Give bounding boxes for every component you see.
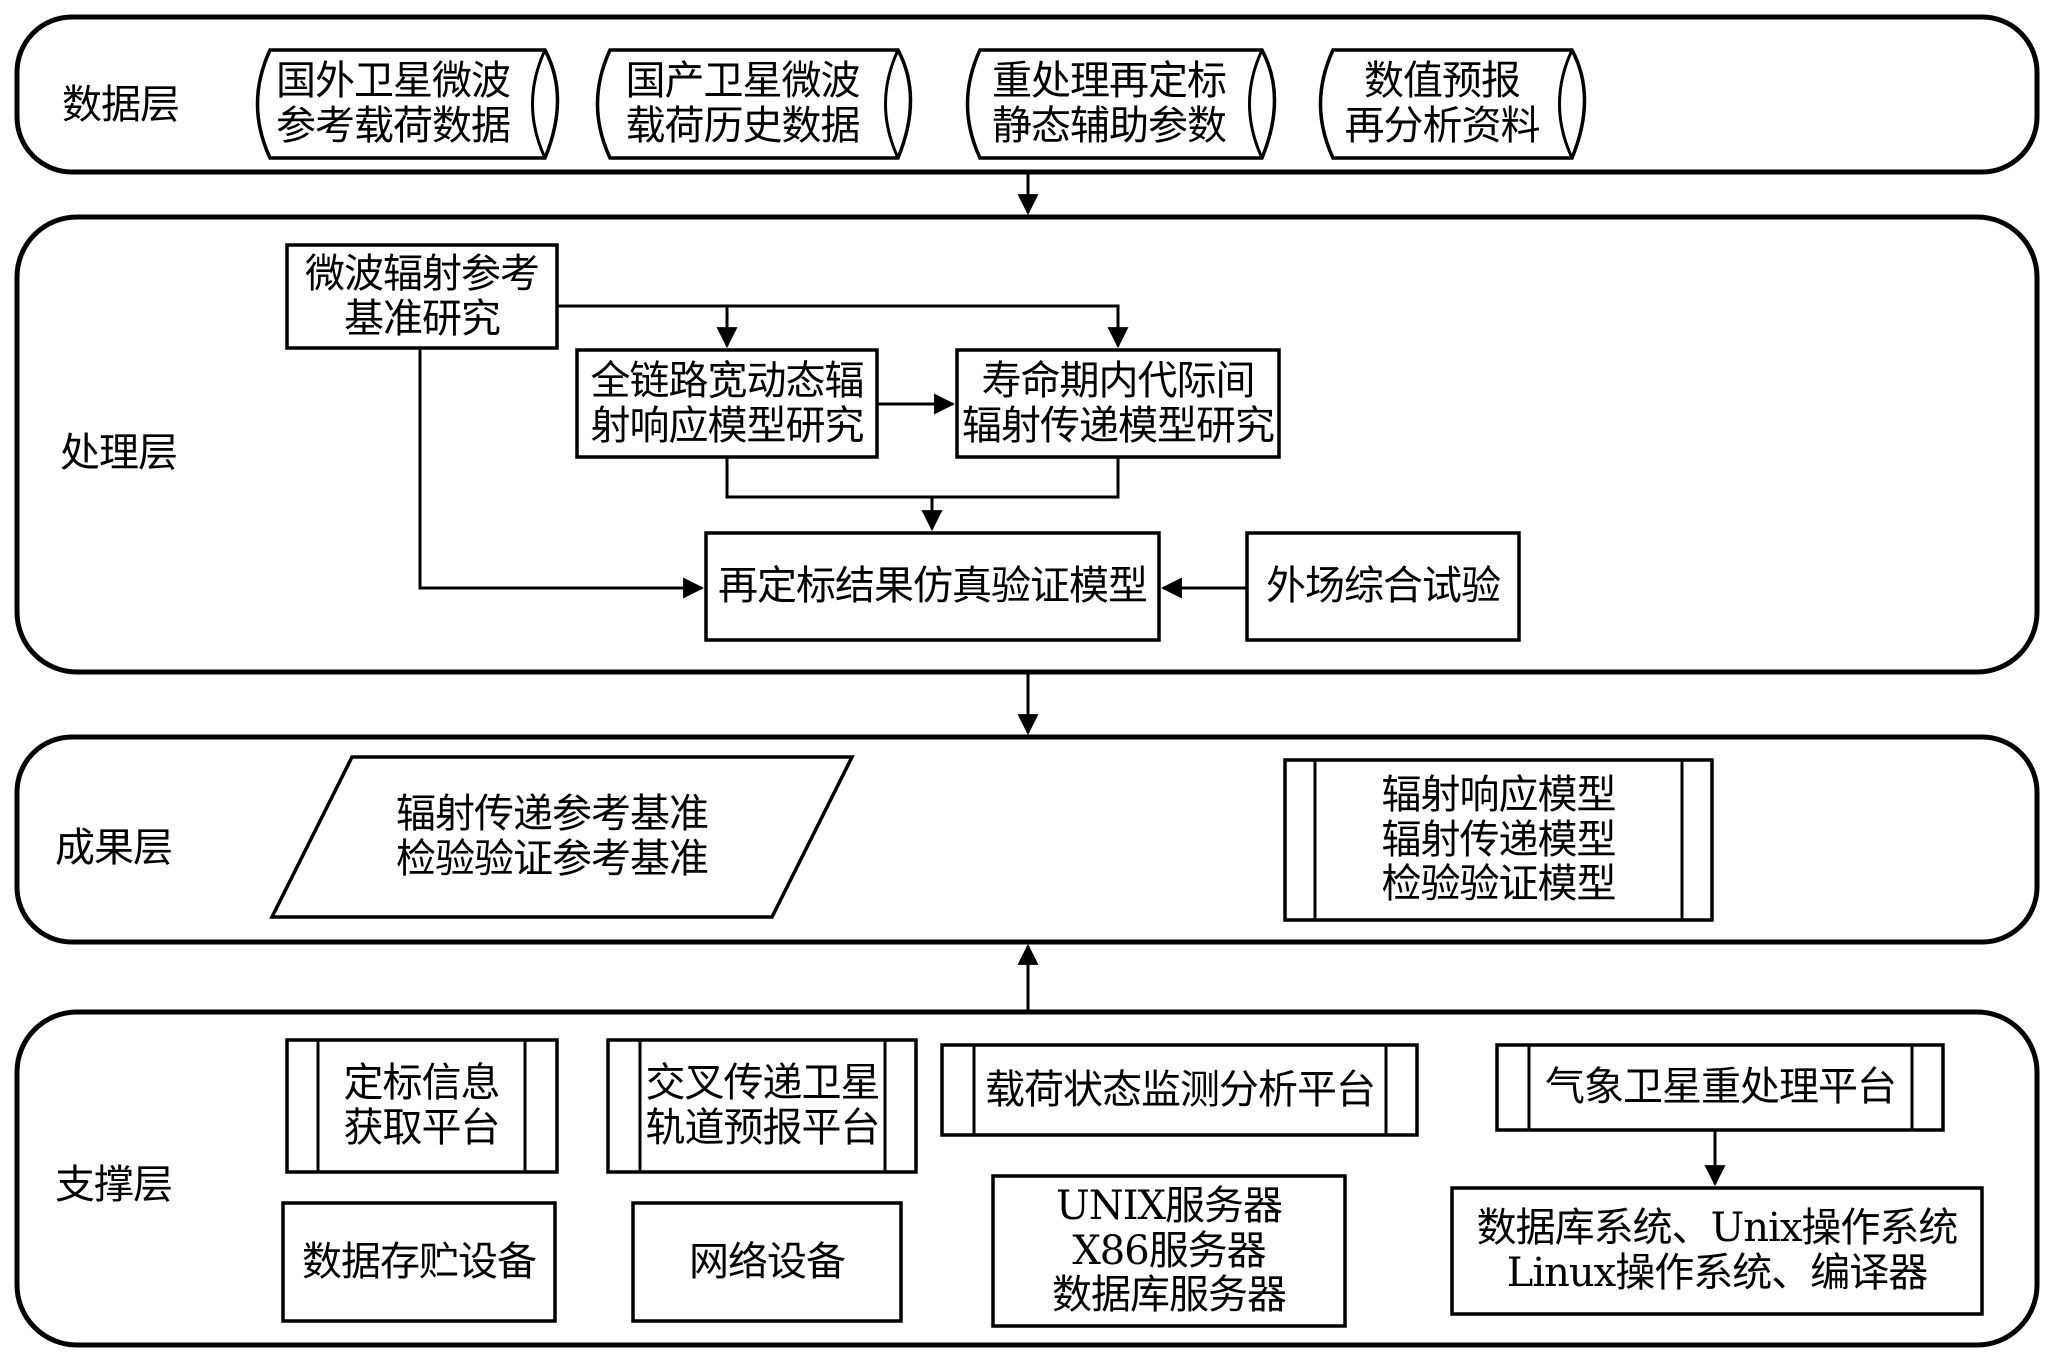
results-layer-label: 成果层	[55, 825, 173, 871]
infra-box-1	[281, 1201, 557, 1323]
platform-box-2	[606, 1038, 918, 1174]
validation-model-text: 再定标结果仿真验证模型	[718, 563, 1148, 610]
connector-models-merge	[725, 457, 1120, 499]
reference-standards-parallelogram	[269, 755, 855, 919]
reference-study-text: 微波辐射参考 基准研究	[305, 250, 540, 342]
connector-reference-trunk	[557, 304, 1129, 349]
data-layer-label: 数据层	[62, 82, 180, 128]
infra-box-4	[1450, 1186, 1984, 1316]
response-model-text: 全链路宽动态辐 射响应模型研究	[590, 357, 865, 449]
platform-box-3	[940, 1043, 1419, 1137]
reference-study-box	[285, 243, 559, 350]
platform-box-4	[1495, 1043, 1945, 1132]
models-predefined-process	[1283, 758, 1714, 922]
data-cylinder-2	[595, 48, 913, 160]
support-layer-label: 支撑层	[55, 1162, 173, 1208]
platform-payload-monitoring: 载荷状态监测分析平台	[985, 1066, 1376, 1113]
infra-network: 网络设备	[689, 1238, 846, 1285]
data-item-reanalysis: 数值预报 再分析资料	[1344, 58, 1541, 149]
data-cylinder-3	[965, 48, 1277, 160]
infra-box-3	[991, 1174, 1347, 1328]
infra-storage: 数据存贮设备	[302, 1238, 537, 1285]
connector-reference-to-validation	[418, 348, 705, 599]
platform-box-1	[285, 1038, 559, 1174]
data-item-static-params: 重处理再定标 静态辅助参数	[992, 58, 1227, 149]
models-text: 辐射响应模型 辐射传递模型 检验验证模型	[1381, 771, 1617, 908]
infra-servers: UNIX服务器 X86服务器 数据库服务器	[1052, 1182, 1287, 1319]
data-cylinder-1	[255, 48, 560, 160]
reference-standards-text: 辐射传递参考基准 检验验证参考基准	[396, 791, 709, 882]
field-test-box	[1245, 531, 1521, 642]
platform-calibration-info: 定标信息 获取平台	[343, 1060, 501, 1151]
response-model-box	[575, 348, 879, 459]
data-item-domestic-history: 国产卫星微波 载荷历史数据	[625, 58, 861, 149]
platform-reprocessing: 气象卫星重处理平台	[1545, 1064, 1897, 1111]
processing-layer-label: 处理层	[60, 430, 178, 476]
platform-orbit-forecast: 交叉传递卫星 轨道预报平台	[645, 1060, 881, 1151]
infra-software: 数据库系统、Unix操作系统 Linux操作系统、编译器	[1476, 1205, 1959, 1296]
data-item-foreign-reference: 国外卫星微波 参考载荷数据	[276, 58, 511, 149]
infra-box-2	[631, 1201, 903, 1323]
transfer-model-box	[955, 348, 1281, 459]
validation-model-box	[704, 531, 1161, 642]
field-test-text: 外场综合试验	[1266, 563, 1501, 610]
transfer-model-text: 寿命期内代际间 辐射传递模型研究	[962, 357, 1275, 449]
data-cylinder-4	[1318, 48, 1587, 160]
